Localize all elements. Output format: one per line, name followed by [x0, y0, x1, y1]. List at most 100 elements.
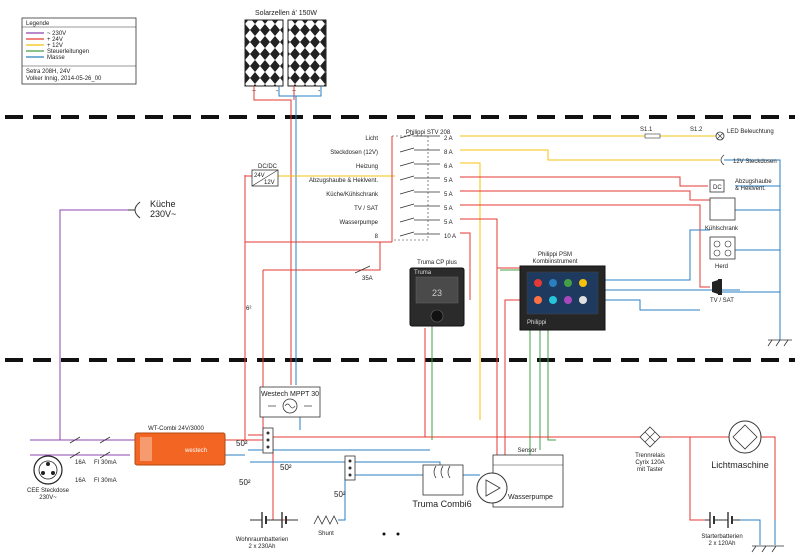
relay-label: Trennrelais: [635, 453, 665, 459]
fuse-35a-label: 35A: [362, 276, 373, 282]
legend-item: + 12V: [47, 43, 63, 49]
bus-bars: [262, 427, 356, 481]
house-batt-label: Wohnraumbatterien: [236, 537, 289, 543]
pump-label: Wasserpumpe: [508, 494, 553, 501]
house-batteries: Wohnraumbatterien 2 x 230Ah: [236, 512, 298, 550]
wires: [30, 86, 781, 545]
legend-item: ~ 230V: [47, 31, 66, 37]
stv-distribution: Philippi STV 208 Licht 2 A Steckdosen (1…: [309, 130, 456, 242]
starter-label: Starterbatterien: [701, 534, 742, 540]
fuse-35a: [354, 265, 371, 274]
cee-label: CEE Steckdose: [27, 488, 70, 494]
knob-icon: [430, 309, 444, 323]
kitchen-voltage: 230V~: [150, 209, 176, 219]
mppt-controller: Westech MPPT 30: [259, 386, 321, 418]
wire-size-label: 50²: [334, 490, 346, 499]
truma-cp-title: Truma CP plus: [417, 260, 457, 266]
dcdc-label: DC/DC: [258, 164, 278, 170]
led-label: LED Beleuchtung: [727, 129, 774, 135]
legend-item: + 24V: [47, 37, 63, 43]
fridge-label: Kühlschrank: [705, 226, 739, 232]
stv-row: Licht 2 A: [365, 133, 453, 142]
stv-fuse: 5 A: [444, 192, 453, 198]
solar-panel: [244, 19, 284, 87]
truma-cp-display: 23: [432, 288, 442, 298]
psm-brand: Philippi: [527, 320, 546, 326]
fi-rcd: FI 30mA: [94, 460, 117, 466]
wire-size-label: 6²: [246, 306, 251, 312]
switch-label: S1.2: [690, 127, 703, 133]
loads: S1.1 S1.2 LED Beleuchtung 12V Steckdosen…: [640, 127, 792, 347]
stv-label: Heizung: [356, 164, 378, 170]
cee-label: 230V~: [39, 495, 57, 501]
alternator-label: Lichtmaschine: [711, 460, 769, 470]
tv-icon: [712, 280, 718, 294]
stv-fuse: 5 A: [444, 206, 453, 212]
tv-label: TV / SAT: [710, 298, 734, 304]
relay-label: Cyrix 120A: [635, 460, 664, 466]
fi-rcd: FI 30mA: [94, 478, 117, 484]
stv-row: 8 10 A: [375, 231, 456, 240]
svg-text:DC: DC: [713, 185, 722, 191]
stv-row: Heizung 6 A: [356, 161, 453, 170]
truma-cp-brand: Truma: [414, 270, 432, 276]
inverter: WT-Combi 24V/3000 westech: [134, 426, 226, 466]
legend-footer: Setra 208H, 24V: [26, 69, 70, 75]
shunt: Shunt: [313, 515, 339, 537]
stv-label: Wasserpumpe: [340, 220, 379, 226]
stv-fuse: 8 A: [444, 150, 453, 156]
wire-size-label: 50²: [239, 478, 251, 487]
switch-label: S1.1: [640, 127, 653, 133]
stv-fuse: 2 A: [444, 136, 453, 142]
legend: Legende ~ 230V + 24V + 12V Steuerleitung…: [21, 17, 137, 85]
stv-row: Abzugshaube & Heklvent. 5 A: [309, 175, 453, 184]
legend-item: Masse: [47, 55, 65, 61]
stv-row: Küche/Kühlschrank 5 A: [326, 189, 453, 198]
stv-row: Steckdosen (12V) 8 A: [330, 147, 453, 156]
socket-icon: [720, 154, 725, 166]
dcdc-converter: DC/DC 24V 12V: [251, 164, 279, 187]
starter-batteries: Starterbatterien 2 x 120Ah: [701, 512, 784, 553]
socket12-label: 12V Steckdosen: [733, 159, 777, 165]
hood-label: & Heklvent.: [735, 186, 766, 192]
fi-fuse: 16A: [75, 460, 86, 466]
water-tank: Sensor Wasserpumpe: [476, 448, 564, 508]
cee-socket-icon: [33, 455, 63, 485]
rcd-fuses: 16A FI 30mA 16A FI 30mA: [69, 436, 117, 484]
fi-fuse: 16A: [75, 478, 86, 484]
solar-panel: [287, 19, 327, 87]
fridge-icon: [709, 197, 736, 221]
inverter-brand: westech: [184, 448, 207, 454]
legend-item: Steuerleitungen: [47, 49, 89, 55]
stove-icon: [709, 236, 736, 260]
socket-icon: [134, 201, 141, 219]
hood-icon: [709, 179, 725, 193]
ground-symbol: [767, 339, 792, 347]
dcdc-out: 12V: [264, 180, 275, 186]
wire-size-label: 50²: [236, 439, 248, 448]
relay-label: mit Taster: [637, 467, 663, 473]
legend-footer: Volker Innig, 2014-05-26_00: [26, 76, 102, 82]
stv-row: TV / SAT 5 A: [354, 203, 453, 212]
stv-title: Philippi STV 208: [406, 130, 451, 136]
stv-row: Wasserpumpe 5 A: [340, 217, 453, 226]
alternator-icon: [728, 420, 762, 454]
house-batt-label: 2 x 230Ah: [248, 544, 275, 550]
sensor-label: Sensor: [517, 448, 536, 454]
truma-combi: Truma Combi6: [412, 464, 472, 509]
hood-label: Abzugshaube: [735, 179, 772, 185]
cut-off-relay: Trennrelais Cyrix 120A mit Taster: [635, 426, 665, 473]
stv-fuse: 10 A: [444, 234, 456, 240]
kitchen-label: Küche: [150, 199, 176, 209]
starter-label: 2 x 120Ah: [708, 541, 735, 547]
psm-subtitle: Kombiinstrument: [532, 259, 577, 265]
solar-title: Solarzellen á' 150W: [255, 10, 317, 17]
stv-label: TV / SAT: [354, 206, 378, 212]
combi-label: Truma Combi6: [412, 499, 471, 509]
stove-label: Herd: [715, 264, 728, 270]
psm-title: Philippi PSM: [538, 252, 572, 258]
shunt-label: Shunt: [318, 531, 334, 537]
philippi-psm: Philippi PSM Kombiinstrument Philippi: [519, 252, 606, 331]
dcdc-in: 24V: [254, 173, 265, 179]
